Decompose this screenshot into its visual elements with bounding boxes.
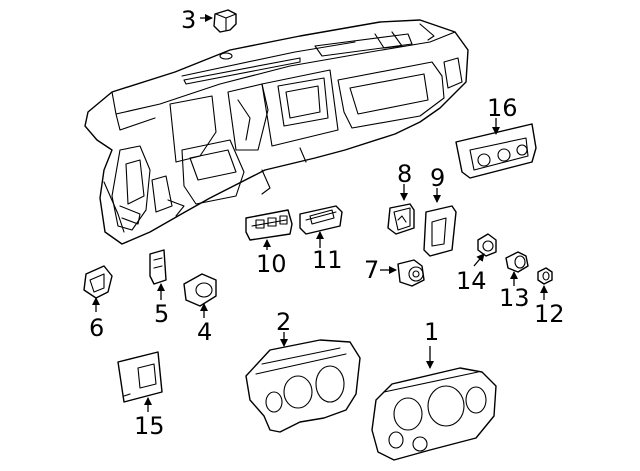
callout-8: 8	[397, 160, 412, 188]
callout-7: 7	[364, 256, 379, 284]
part-8-switch	[387, 184, 415, 235]
callout-5: 5	[154, 300, 169, 328]
callout-12: 12	[534, 300, 565, 328]
part-12-lighter-element	[537, 267, 553, 300]
part-13-lighter	[505, 251, 529, 286]
callout-15: 15	[134, 412, 165, 440]
part-9-switch-panel	[423, 188, 457, 257]
part-14-socket	[473, 233, 497, 267]
callout-6: 6	[89, 314, 104, 342]
callout-14: 14	[456, 267, 487, 295]
callout-11: 11	[312, 246, 343, 274]
part-3-sensor	[200, 9, 237, 33]
callout-2: 2	[276, 308, 291, 336]
part-7-knob-switch	[380, 259, 425, 287]
part-5-switch	[149, 249, 167, 300]
callout-9: 9	[430, 164, 445, 192]
callout-1: 1	[424, 318, 439, 346]
part-1-instrument-cluster	[371, 346, 497, 461]
part-15-module	[117, 351, 163, 412]
callout-4: 4	[197, 318, 212, 346]
part-4-switch	[183, 273, 217, 318]
part-6-switch	[83, 265, 113, 312]
instrument-panel	[84, 19, 469, 245]
callout-13: 13	[499, 284, 530, 312]
callout-10: 10	[256, 250, 287, 278]
part-16-climate-control	[455, 118, 537, 179]
part-10-switch-bank	[245, 209, 293, 250]
part-2-cluster-bezel	[245, 332, 361, 433]
callout-labels: 3 16 8 9 10 11 7 14 13 12 6 5 4 2 1 15	[89, 6, 565, 440]
callout-3: 3	[181, 6, 196, 34]
part-11-switch-bank	[299, 205, 343, 248]
callout-16: 16	[487, 94, 518, 122]
